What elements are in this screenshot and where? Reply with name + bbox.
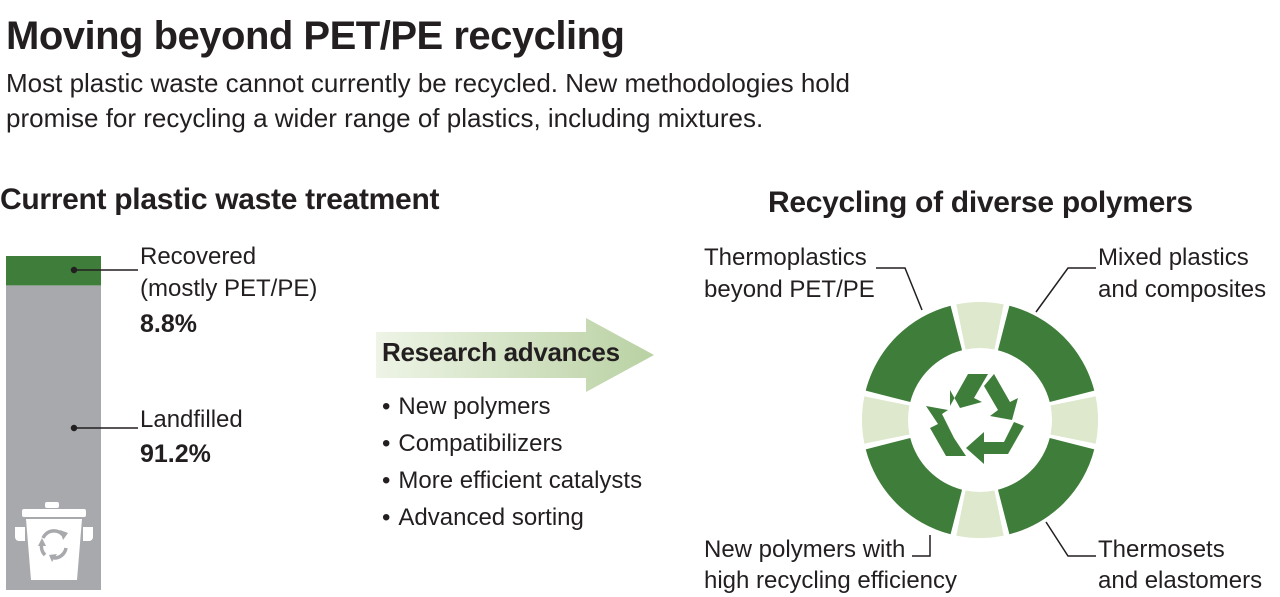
recovered-sublabel: (mostly PET/PE) <box>140 275 318 302</box>
ring-segment-dark <box>997 305 1095 403</box>
recovered-percent: 8.8% <box>140 310 197 338</box>
ring-segment-light <box>956 302 1004 350</box>
ring-segment-dark <box>997 437 1095 535</box>
research-arrow <box>376 318 654 392</box>
label-thermosets-line2: and elastomers <box>1098 567 1263 594</box>
polymer-ring <box>862 302 1098 538</box>
advance-item: New polymers <box>382 388 642 425</box>
advance-item: Compatibilizers <box>382 425 642 462</box>
recycling-bin-icon <box>15 502 93 580</box>
label-mixed-plastics: Mixed plastics <box>1098 244 1249 271</box>
label-new-polymers: New polymers with <box>704 536 906 563</box>
right-leader-lines <box>876 267 1096 557</box>
landfilled-percent: 91.2% <box>140 440 211 468</box>
research-advances-label: Research advances <box>382 337 620 367</box>
label-thermoplastics: Thermoplastics <box>704 244 867 271</box>
research-advances-list: New polymers Compatibilizers More effici… <box>382 388 642 536</box>
advance-item: Advanced sorting <box>382 499 642 536</box>
page-title: Moving beyond PET/PE recycling <box>6 14 625 58</box>
label-thermoplastics-line2: beyond PET/PE <box>704 276 875 303</box>
recovered-label: Recovered <box>140 243 257 270</box>
label-thermosets: Thermosets <box>1098 536 1225 563</box>
right-panel-heading: Recycling of diverse polymers <box>768 186 1193 219</box>
advance-item: More efficient catalysts <box>382 462 642 499</box>
recycle-symbol-icon <box>926 374 1024 464</box>
label-new-polymers-line2: high recycling efficiency <box>704 567 958 594</box>
ring-segment-dark <box>865 305 963 403</box>
ring-segment-light <box>1050 396 1098 444</box>
ring-segment-dark <box>865 437 963 535</box>
ring-segment-light <box>862 396 910 444</box>
label-mixed-plastics-line2: and composites <box>1098 276 1267 303</box>
page-subtitle: Most plastic waste cannot currently be r… <box>6 68 850 133</box>
ring-segment-light <box>956 490 1004 538</box>
left-leader-lines <box>70 266 138 432</box>
left-panel-heading: Current plastic waste treatment <box>0 183 440 216</box>
landfilled-label: Landfilled <box>140 406 243 433</box>
